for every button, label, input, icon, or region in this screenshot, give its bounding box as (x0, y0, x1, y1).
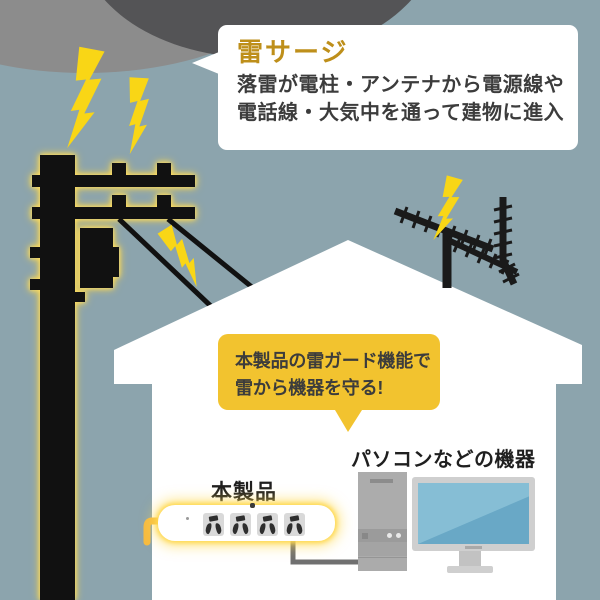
tower-drive-slot (370, 479, 393, 483)
pole-trunk (40, 155, 75, 600)
antenna-elements (399, 206, 493, 256)
note-body-line-2: 電話線・大気中を通って建物に進入 (237, 102, 564, 124)
power-strip (158, 503, 335, 541)
note-body-line-1: 落雷が電柱・アンテナから電源線や (237, 74, 565, 96)
outlet (203, 513, 224, 536)
guard-bubble: 本製品の雷ガード機能で 雷から機器を守る! (218, 334, 440, 432)
power-line (166, 217, 260, 294)
tv-antenna-icon (393, 197, 520, 288)
pole-insulator (157, 195, 171, 207)
monitor-screen (418, 483, 529, 544)
tower-button (387, 533, 392, 538)
outlet-slot-left (285, 522, 294, 535)
tower-front-panel (358, 529, 407, 542)
product-label: 本製品 (211, 481, 277, 504)
antenna-elements (493, 204, 520, 284)
note-tail (192, 52, 219, 74)
pc-tower (358, 472, 407, 571)
tower-base-section (358, 557, 407, 571)
transformer-box (80, 228, 113, 288)
tower-port (362, 533, 368, 539)
bubble-line-1: 本製品の雷ガード機能で (235, 351, 431, 371)
antenna-reflector (499, 197, 518, 286)
pole-crossarm-top (32, 175, 195, 187)
lightning-bolt-icon (67, 46, 105, 149)
screen-shine (418, 483, 529, 544)
outlet-slot-right (268, 522, 277, 535)
outlet-slot-top (289, 515, 300, 522)
outlet (284, 513, 305, 536)
lightning-bolt-icon (433, 175, 463, 241)
pole-insulator (112, 195, 126, 207)
outlet-slot-left (204, 522, 213, 535)
pole-crossarm-bottom (32, 207, 195, 219)
transformer-bracket (113, 247, 119, 277)
pole-step-peg (75, 292, 85, 302)
outlet-slot-right (214, 522, 223, 535)
outlet-slot-top (235, 515, 246, 522)
outlet-slot-right (241, 522, 250, 535)
outlet-slot-left (258, 522, 267, 535)
outlet-slot-top (262, 515, 273, 522)
tower-button (396, 533, 401, 538)
device-cable (290, 538, 362, 565)
strip-mount-dot (250, 503, 255, 508)
strip-led (186, 517, 189, 520)
pole-insulator (112, 163, 126, 175)
outlet-slot-left (231, 522, 240, 535)
power-cord (143, 517, 170, 546)
monitor-logo-dash (465, 546, 482, 549)
monitor-stand-base (447, 566, 493, 573)
power-lines (117, 217, 260, 313)
outlet (257, 513, 278, 536)
utility-pole (30, 155, 195, 600)
power-line (117, 217, 218, 313)
pole-step-peg (30, 247, 40, 258)
outlet-slot-right (295, 522, 304, 535)
lightning-bolt-icon (129, 77, 149, 155)
pole-step-peg (30, 279, 40, 290)
lightning-bolt-icon (157, 224, 197, 288)
outlet (230, 513, 251, 536)
outlet-slot-top (208, 515, 219, 522)
devices-label: パソコンなどの機器 (351, 449, 536, 471)
monitor-stand-neck (459, 551, 481, 567)
bubble-tail (335, 410, 362, 432)
pole-insulator (157, 163, 171, 175)
tower-mid-section (358, 542, 407, 556)
surge-note-box: 雷サージ 落雷が電柱・アンテナから電源線や 電話線・大気中を通って建物に進入 (192, 25, 578, 150)
monitor (412, 477, 535, 551)
bubble-line-2: 雷から機器を守る! (235, 378, 384, 398)
note-title: 雷サージ (237, 37, 349, 67)
